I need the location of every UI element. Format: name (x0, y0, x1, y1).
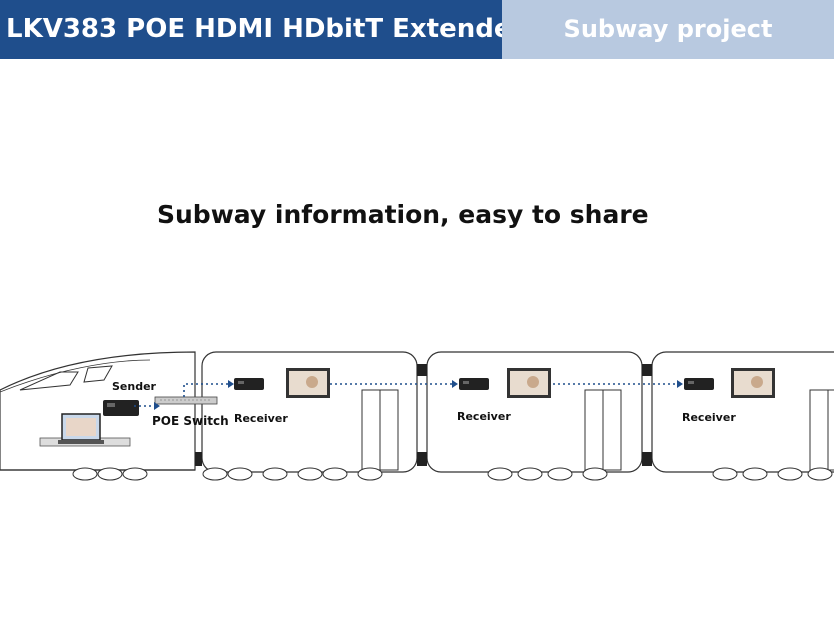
receiver-device-icon (234, 378, 264, 390)
sender-label: Sender (112, 380, 157, 393)
coupler (195, 452, 202, 466)
header-title: LKV383 POE HDMI HDbitT Extender (0, 0, 524, 59)
link-lines (134, 383, 677, 407)
receiver-device-icon (459, 378, 489, 390)
locomotive (0, 351, 196, 471)
display-screen-icon (731, 368, 775, 398)
headline: Subway information, easy to share (157, 200, 649, 229)
sender-device-icon (103, 400, 139, 416)
receiver-label-3: Receiver (682, 411, 736, 424)
coupler (642, 364, 652, 376)
subway-diagram: Sender POE Switch Receiver Receiver (0, 351, 834, 481)
header-section: Subway project (502, 0, 834, 59)
coupler (642, 452, 652, 466)
display-screen-icon (507, 368, 551, 398)
display-screen-icon (286, 368, 330, 398)
poe-switch-label: POE Switch (152, 414, 229, 428)
coupler (417, 452, 427, 466)
receiver-label-1: Receiver (234, 412, 288, 425)
laptop-icon (39, 413, 131, 447)
arrow-icons (154, 380, 683, 410)
wheels (72, 467, 833, 481)
receiver-device-icon (684, 378, 714, 390)
coupler (417, 364, 427, 376)
receiver-label-2: Receiver (457, 410, 511, 423)
poe-switch-icon (154, 396, 218, 405)
